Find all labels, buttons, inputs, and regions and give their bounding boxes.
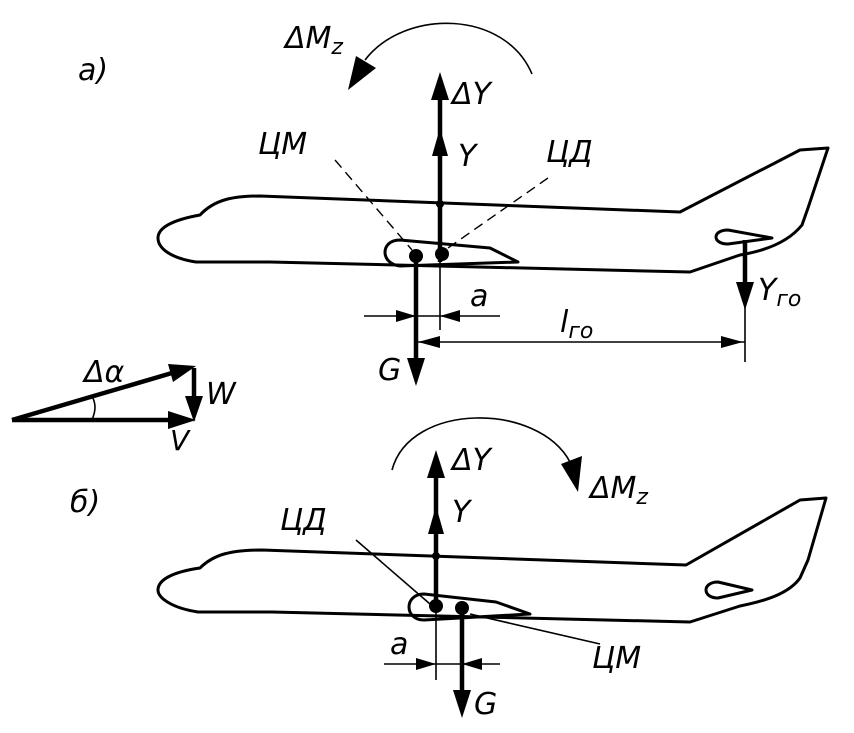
- panel-b-lift-label: Y: [452, 495, 473, 530]
- panel-b-moment-arrowhead: [561, 456, 582, 492]
- triangle-resultant-arrowhead: [168, 364, 196, 382]
- panel-b-moment-label: ΔMz: [588, 471, 648, 510]
- panel-b-center-pressure-dot: [429, 599, 443, 613]
- panel-a-delta-lift-label: ΔY: [450, 77, 494, 112]
- panel-a-offset-arrow-right: [440, 310, 460, 322]
- panel-a-lever-arrow-left: [418, 336, 440, 348]
- panel-b-weight-arrowhead: [453, 690, 471, 718]
- panel-a-lift-midhead: [432, 128, 448, 156]
- triangle-gust-label: W: [206, 377, 237, 412]
- panel-b-moment-arc: [391, 417, 571, 471]
- panel-a-center-mass-label: ЦМ: [258, 127, 307, 162]
- panel-b-fuselage: [156, 496, 828, 624]
- panel-b-offset-arrow-right: [462, 658, 482, 670]
- panel-b-wing-profile: [407, 592, 532, 622]
- triangle-gust-arrowhead: [185, 396, 203, 422]
- panel-a-moment-arrowhead: [348, 56, 376, 90]
- panel-b-tail-profile: [704, 580, 754, 600]
- panel-a-fuselage: [156, 146, 830, 274]
- panel-b-center-mass-dot: [455, 601, 469, 615]
- panel-a-lever-arrow-right: [721, 336, 743, 348]
- panel-b-cm-leader: [469, 613, 601, 645]
- panel-a-moment-arc: [364, 22, 533, 75]
- panel-b-offset-arrow-left: [416, 658, 436, 670]
- panel-a-lift-arrowhead: [431, 72, 449, 100]
- triangle-velocity-label: V: [170, 424, 191, 457]
- panel-b-offset-label: a: [390, 627, 408, 662]
- panel-a-cp-leader: [447, 177, 549, 249]
- panel-b-center-mass-label: ЦМ: [592, 641, 641, 676]
- triangle-velocity-arrowhead: [168, 411, 196, 429]
- panel-b-weight-label: G: [474, 687, 497, 722]
- panel-a-tail-profile: [714, 228, 774, 246]
- panel-a-center-mass-dot: [409, 249, 423, 263]
- panel-b-lift-midhead: [428, 506, 444, 534]
- panel-b-lift-arrowhead: [427, 450, 445, 478]
- panel-a-moment-label: ΔMz: [283, 21, 343, 60]
- triangle-angle-arc: [91, 395, 96, 421]
- panel-a-weight-label: G: [378, 353, 401, 388]
- panel-b-lift-junction: [432, 552, 440, 560]
- panel-b-label: б): [70, 485, 100, 520]
- panel-a-cm-leader: [334, 159, 413, 251]
- panel-a-tail-force-arrowhead: [736, 282, 754, 310]
- panel-a-center-pressure-dot: [435, 247, 449, 261]
- panel-a-weight-arrowhead: [407, 358, 425, 386]
- panel-a-center-pressure-label: ЦД: [546, 135, 593, 170]
- panel-a-offset-label: a: [470, 279, 488, 314]
- panel-a-offset-arrow-left: [396, 310, 416, 322]
- panel-a-tail-force-label: Yго: [758, 273, 801, 312]
- panel-a: а) ΔMz: [78, 21, 830, 388]
- panel-b-delta-lift-label: ΔY: [450, 443, 494, 478]
- panel-a-lift-junction: [436, 200, 444, 208]
- panel-a-lever-label: lго: [560, 305, 593, 344]
- panel-a-lift-label: Y: [458, 139, 479, 174]
- panel-a-label: а): [78, 53, 108, 88]
- panel-a-wing-profile: [383, 238, 520, 268]
- panel-b-center-pressure-label: ЦД: [280, 503, 327, 538]
- panel-b: б) ΔMz ΔY Y ЦД ЦМ a: [70, 417, 828, 722]
- panel-b-cp-leader: [355, 539, 431, 605]
- triangle-angle-label: Δα: [82, 355, 125, 390]
- velocity-triangle: Δα W V: [11, 355, 237, 457]
